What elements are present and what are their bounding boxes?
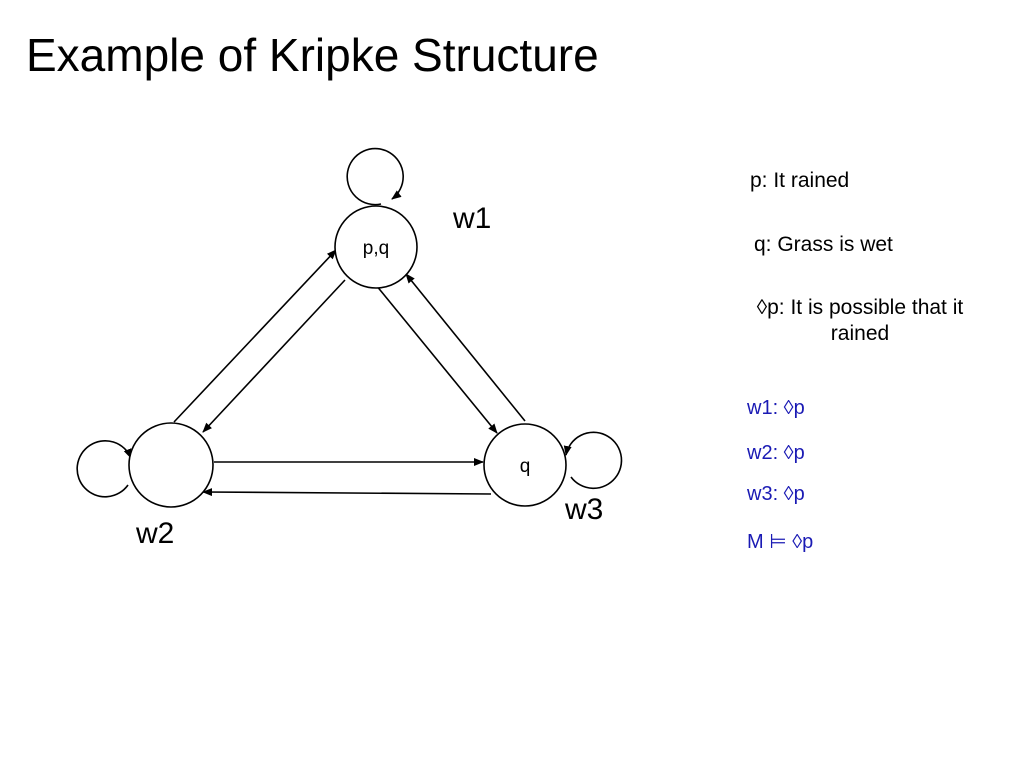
slide-title: Example of Kripke Structure [26, 29, 599, 81]
loop-w1 [346, 147, 404, 206]
legend-possibly-p: ◊p: It is possible that it rained [756, 296, 964, 345]
loop-w3 [563, 431, 623, 490]
edge-w1-to-w2 [202, 279, 346, 433]
loop-w2 [76, 440, 132, 498]
edge-w1-to-w3 [375, 284, 498, 434]
world-label-w1: p,q [363, 238, 389, 259]
edge-w3-to-w1 [405, 273, 526, 422]
world-label-w3: q [520, 456, 531, 477]
world-node-w3 [483, 423, 567, 507]
world-name-w1: w1 [452, 202, 491, 235]
world-name-w3: w3 [564, 493, 603, 526]
fact-model: M ⊨ ◊p [747, 531, 814, 553]
fact-w2: w2: ◊p [747, 442, 805, 464]
legend-p: p: It rained [750, 169, 850, 192]
world-node-w2 [128, 422, 214, 508]
world-name-w2: w2 [135, 517, 174, 550]
edge-w3-to-w2 [202, 488, 492, 497]
fact-w3: w3: ◊p [747, 483, 805, 505]
legend-q: q: Grass is wet [754, 233, 893, 256]
world-node-w1 [334, 205, 418, 289]
fact-w1: w1: ◊p [747, 397, 805, 419]
edge-w2-to-w1 [173, 249, 337, 423]
